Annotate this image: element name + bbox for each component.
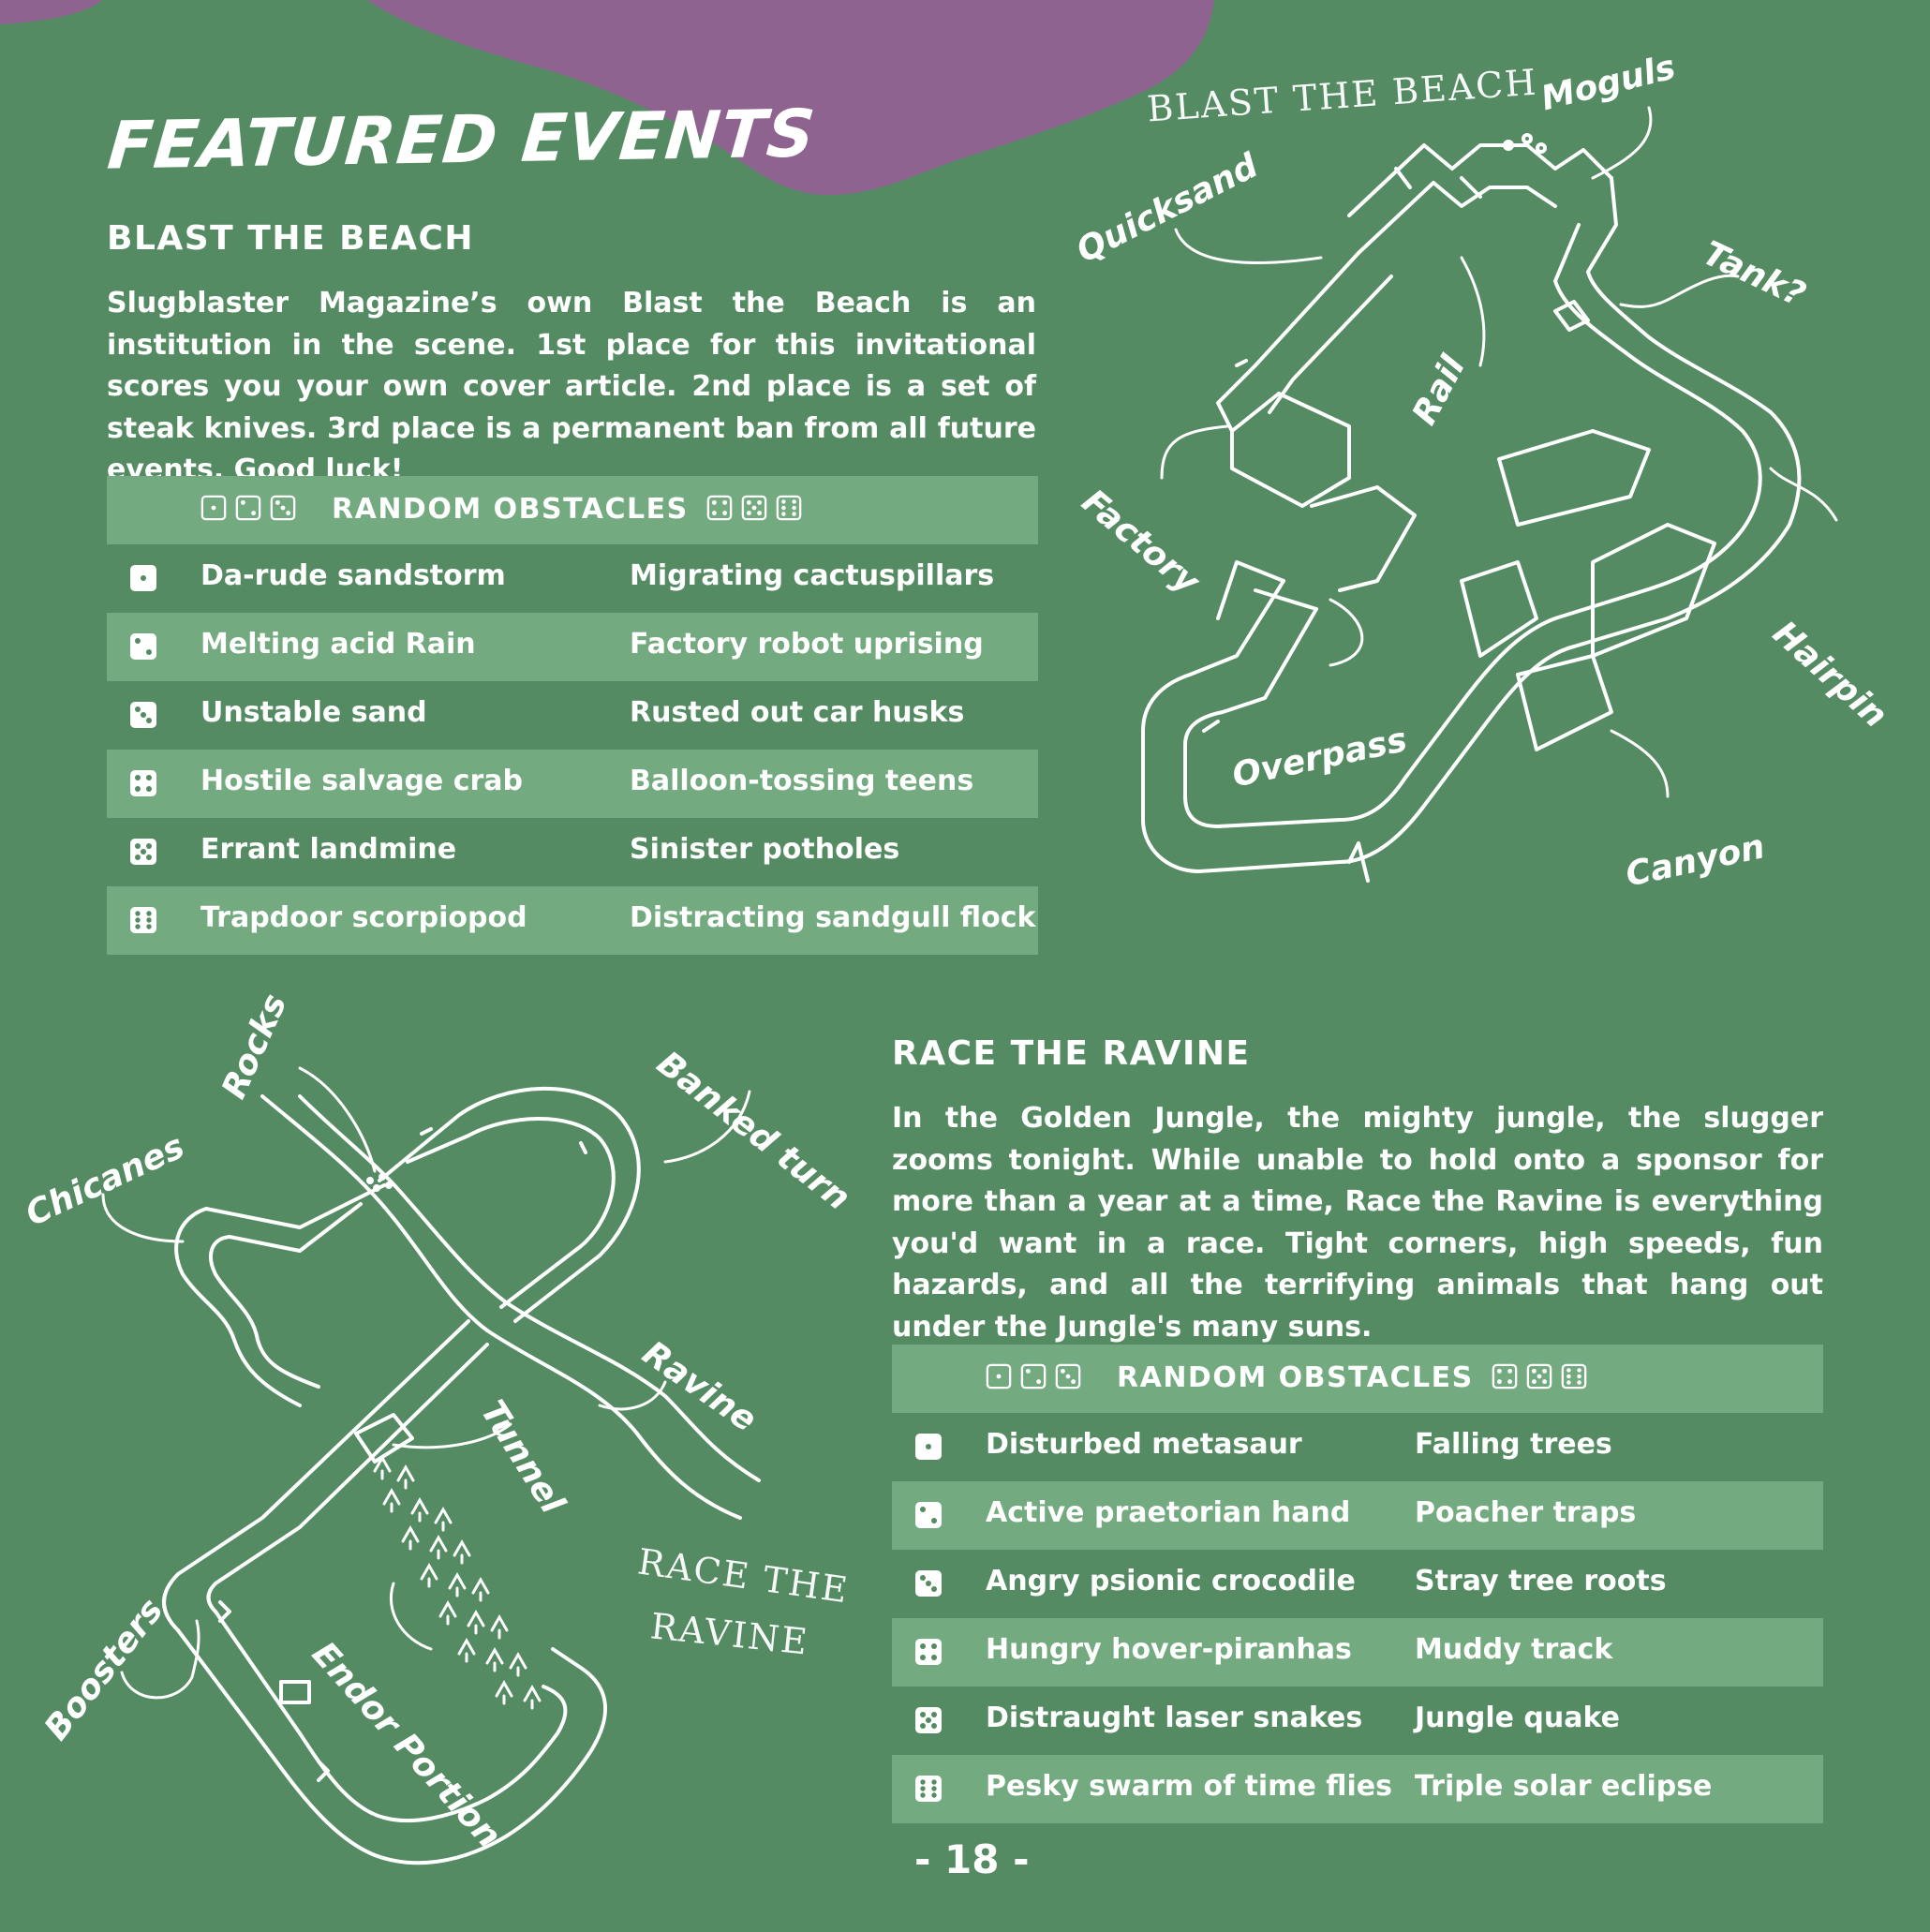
- die-6-icon: [915, 1776, 942, 1802]
- table-row: Hostile salvage crab Balloon-tossing tee…: [107, 750, 1038, 818]
- die-2-outline-icon: [1020, 1363, 1047, 1390]
- blast-table-header-label: RANDOM OBSTACLES: [332, 493, 689, 526]
- blast-obstacle-table: RANDOM OBSTACLES Da-rude sandstorm Migra…: [107, 476, 1038, 955]
- obstacle-b: Poacher traps: [1415, 1496, 1637, 1529]
- obstacle-b: Triple solar eclipse: [1415, 1770, 1713, 1803]
- die-2-icon: [915, 1502, 942, 1528]
- table-row: Hungry hover-piranhas Muddy track: [892, 1618, 1823, 1687]
- obstacle-a: Angry psionic crocodile: [986, 1565, 1356, 1598]
- table-row: Angry psionic crocodile Stray tree roots: [892, 1550, 1823, 1618]
- die-2-icon: [130, 633, 156, 660]
- ravine-table-header: RANDOM OBSTACLES: [892, 1345, 1823, 1413]
- table-row: Distraught laser snakes Jungle quake: [892, 1687, 1823, 1755]
- obstacle-b: Factory robot uprising: [630, 628, 984, 661]
- table-row: Unstable sand Rusted out car husks: [107, 681, 1038, 750]
- die-5-outline-icon: [741, 495, 767, 521]
- obstacle-a: Melting acid Rain: [200, 628, 476, 661]
- obstacle-b: Jungle quake: [1415, 1702, 1620, 1734]
- ravine-title: RACE THE RAVINE: [892, 1034, 1251, 1073]
- page-number: - 18 -: [914, 1836, 1030, 1882]
- obstacle-b: Falling trees: [1415, 1428, 1612, 1461]
- die-4-icon: [130, 770, 156, 796]
- table-row: Errant landmine Sinister potholes: [107, 818, 1038, 886]
- table-row: Active praetorian hand Poacher traps: [892, 1481, 1823, 1550]
- ravine-obstacle-table: RANDOM OBSTACLES Disturbed metasaur Fall…: [892, 1345, 1823, 1823]
- header-dice-right: [1492, 1363, 1587, 1390]
- header-dice-right: [706, 495, 802, 521]
- die-5-icon: [915, 1707, 942, 1733]
- obstacle-a: Trapdoor scorpiopod: [200, 901, 527, 934]
- ravine-description: In the Golden Jungle, the mighty jungle,…: [892, 1102, 1823, 1344]
- table-row: Melting acid Rain Factory robot uprising: [107, 613, 1038, 681]
- die-5-outline-icon: [1526, 1363, 1552, 1390]
- table-row: Trapdoor scorpiopod Distracting sandgull…: [107, 886, 1038, 955]
- obstacle-a: Da-rude sandstorm: [200, 559, 506, 592]
- obstacle-a: Errant landmine: [200, 833, 457, 866]
- ravine-table-header-label: RANDOM OBSTACLES: [1117, 1361, 1474, 1394]
- race-the-ravine-track-map: [101, 1066, 761, 1865]
- die-6-outline-icon: [776, 495, 802, 521]
- header-dice-left: [200, 495, 296, 521]
- obstacle-a: Pesky swarm of time flies: [986, 1770, 1392, 1803]
- die-4-outline-icon: [1492, 1363, 1518, 1390]
- die-3-icon: [130, 702, 156, 728]
- die-2-outline-icon: [235, 495, 261, 521]
- table-row: Da-rude sandstorm Migrating cactuspillar…: [107, 544, 1038, 613]
- obstacle-a: Disturbed metasaur: [986, 1428, 1302, 1461]
- die-3-outline-icon: [270, 495, 296, 521]
- die-4-icon: [915, 1639, 942, 1665]
- obstacle-b: Migrating cactuspillars: [630, 559, 995, 592]
- die-6-outline-icon: [1561, 1363, 1587, 1390]
- die-6-icon: [130, 907, 156, 933]
- obstacle-a: Distraught laser snakes: [986, 1702, 1363, 1734]
- obstacle-b: Balloon-tossing teens: [630, 765, 974, 797]
- obstacle-a: Hostile salvage crab: [200, 765, 524, 797]
- blast-table-header: RANDOM OBSTACLES: [107, 476, 1038, 544]
- table-row: Pesky swarm of time flies Triple solar e…: [892, 1755, 1823, 1823]
- obstacle-a: Hungry hover-piranhas: [986, 1633, 1352, 1666]
- obstacle-b: Distracting sandgull flock: [630, 901, 1036, 934]
- obstacle-b: Stray tree roots: [1415, 1565, 1667, 1598]
- page-title: FEATURED EVENTS: [104, 95, 819, 185]
- die-3-icon: [915, 1570, 942, 1597]
- obstacle-b: Rusted out car husks: [630, 696, 965, 729]
- die-4-outline-icon: [706, 495, 733, 521]
- die-1-outline-icon: [200, 495, 227, 521]
- blast-description: Slugblaster Magazine’s own Blast the Bea…: [107, 287, 1036, 486]
- table-row: Disturbed metasaur Falling trees: [892, 1413, 1823, 1481]
- die-5-icon: [130, 839, 156, 865]
- die-1-icon: [915, 1434, 942, 1460]
- blast-title: BLAST THE BEACH: [107, 219, 475, 258]
- die-1-outline-icon: [986, 1363, 1012, 1390]
- die-3-outline-icon: [1055, 1363, 1081, 1390]
- obstacle-b: Sinister potholes: [630, 833, 900, 866]
- blast-the-beach-track-map: [1141, 106, 1838, 883]
- obstacle-b: Muddy track: [1415, 1633, 1613, 1666]
- header-dice-left: [986, 1363, 1081, 1390]
- obstacle-a: Active praetorian hand: [986, 1496, 1351, 1529]
- obstacle-a: Unstable sand: [200, 696, 427, 729]
- die-1-icon: [130, 565, 156, 591]
